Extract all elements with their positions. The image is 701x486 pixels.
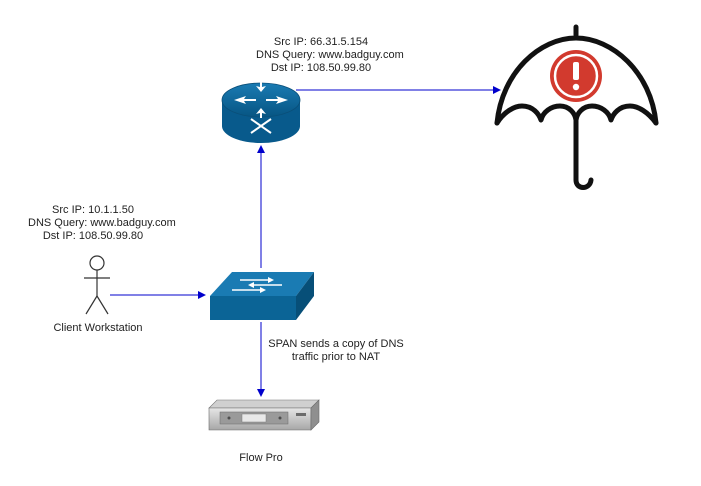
user-icon (84, 255, 110, 315)
client-workstation-label: Client Workstation (53, 322, 143, 334)
client-dns-query: DNS Query: www.badguy.com (28, 217, 176, 229)
switch-icon (210, 272, 314, 320)
span-note-line1: SPAN sends a copy of DNS (268, 338, 404, 350)
client-dst-ip: Dst IP: 108.50.99.80 (42, 230, 144, 242)
server-appliance-icon (208, 399, 320, 431)
client-src-ip: Src IP: 10.1.1.50 (52, 204, 134, 216)
router-src-ip: Src IP: 66.31.5.154 (273, 36, 369, 48)
span-note-line2: traffic prior to NAT (291, 351, 381, 363)
umbrella-alert-icon (494, 24, 659, 190)
router-packet-label: Src IP: 66.31.5.154 DNS Query: www.badgu… (256, 36, 404, 75)
router-icon (221, 82, 301, 143)
client-packet-label: Src IP: 10.1.1.50 DNS Query: www.badguy.… (28, 204, 176, 243)
router-dns-query: DNS Query: www.badguy.com (256, 49, 404, 61)
span-note: SPAN sends a copy of DNS traffic prior t… (266, 338, 406, 364)
flow-pro-label: Flow Pro (239, 452, 283, 464)
router-dst-ip: Dst IP: 108.50.99.80 (270, 62, 372, 74)
